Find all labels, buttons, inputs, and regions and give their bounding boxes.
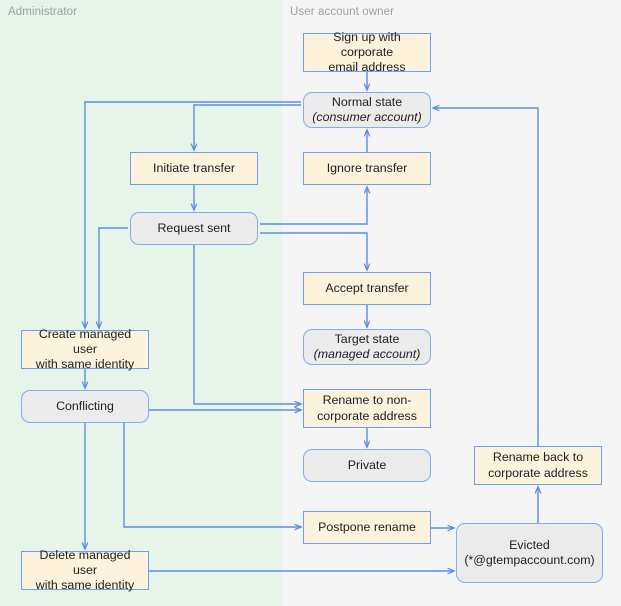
node-line-1: Ignore transfer (326, 160, 408, 175)
node-line-1: Private (347, 457, 387, 472)
node-line-1: Rename back to (492, 450, 584, 465)
node-request-sent[interactable]: Request sent (130, 212, 258, 245)
node-normal-state[interactable]: Normal state (consumer account) (303, 92, 431, 128)
node-line-1: Initiate transfer (153, 160, 235, 175)
node-rename-to-non-corporate-address[interactable]: Rename to non- corporate address (303, 389, 431, 428)
node-accept-transfer[interactable]: Accept transfer (303, 272, 431, 305)
node-line-1: Create managed user (38, 326, 132, 356)
node-line-1: Normal state (331, 94, 403, 109)
node-line-1: Evicted (509, 537, 550, 552)
node-line-1: Rename to non- (322, 393, 412, 408)
node-line-2: (consumer account) (312, 110, 422, 124)
node-line-2: with same identity (35, 578, 135, 593)
node-line-2: corporate address (317, 408, 417, 423)
node-delete-managed-user-with-same-identity[interactable]: Delete managed user with same identity (21, 547, 149, 593)
node-line-1: Delete managed user (39, 547, 131, 577)
node-initiate-transfer[interactable]: Initiate transfer (130, 152, 258, 185)
lane-title-administrator: Administrator (8, 6, 78, 18)
node-line-2: with same identity (35, 357, 135, 372)
node-line-2: (*@gtempaccount.com) (464, 553, 595, 567)
node-postpone-rename[interactable]: Postpone rename (303, 511, 431, 544)
node-private[interactable]: Private (303, 449, 431, 482)
node-target-state[interactable]: Target state (managed account) (303, 329, 431, 365)
node-line-2: corporate address (488, 465, 588, 480)
node-line-1: Conflicting (56, 398, 114, 413)
node-line-1: Postpone rename (318, 519, 416, 534)
node-line-2: (managed account) (313, 347, 421, 361)
lane-title-user-account-owner: User account owner (290, 6, 395, 18)
node-rename-back-to-corporate-address[interactable]: Rename back to corporate address (474, 446, 602, 485)
node-evicted[interactable]: Evicted (*@gtempaccount.com) (456, 523, 603, 583)
node-line-1: Sign up with corporate (333, 29, 401, 59)
node-conflicting[interactable]: Conflicting (21, 390, 149, 423)
node-ignore-transfer[interactable]: Ignore transfer (303, 152, 431, 185)
lane-administrator (0, 0, 282, 606)
node-create-managed-user-with-same-identity[interactable]: Create managed user with same identity (21, 326, 149, 372)
node-line-1: Accept transfer (325, 280, 409, 295)
node-line-1: Target state (334, 331, 400, 346)
node-sign-up-with-corporate-email-address[interactable]: Sign up with corporate email address (303, 29, 431, 75)
node-line-2: email address (328, 60, 406, 75)
node-line-1: Request sent (157, 220, 231, 235)
